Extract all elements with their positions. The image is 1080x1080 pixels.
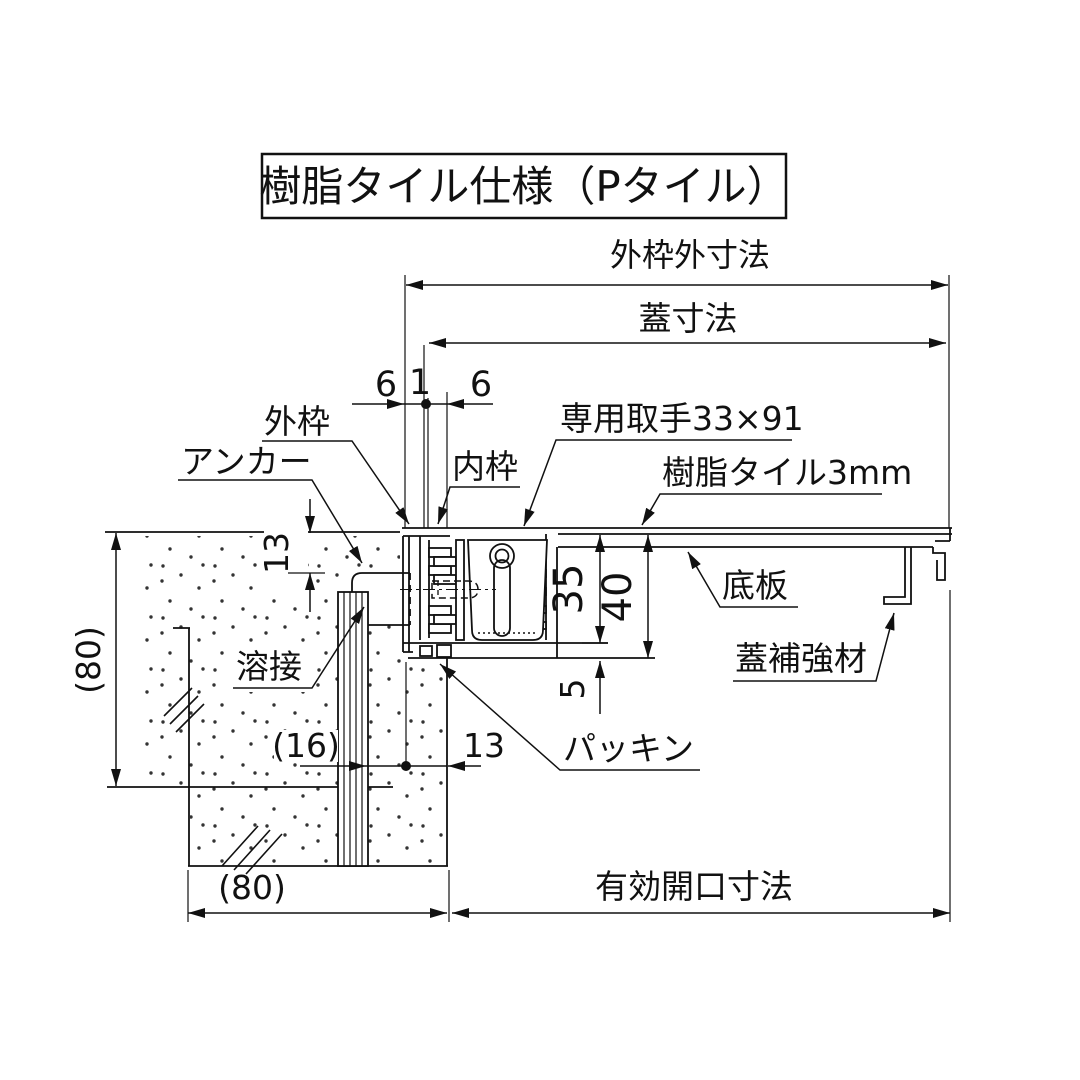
label-bottom-plate: 底板 bbox=[722, 566, 788, 605]
label-anchor: アンカー bbox=[181, 442, 312, 481]
text-labels: 外枠外寸法 蓋寸法 6 1 6 外枠 アンカー 内枠 専用取手33×91 樹脂タ… bbox=[69, 236, 912, 907]
dim-6-right: 6 bbox=[470, 365, 492, 405]
label-outer-frame: 外枠 bbox=[264, 402, 330, 441]
dim-6-left: 6 bbox=[375, 365, 397, 405]
dim-80-bottom: (80) bbox=[218, 868, 286, 907]
label-lid-reinforcement: 蓋補強材 bbox=[735, 639, 867, 678]
packing-blocks bbox=[419, 644, 452, 658]
anchor-bolt-hidden bbox=[400, 580, 496, 599]
dim-80-left: (80) bbox=[69, 626, 108, 694]
anchor-assembly bbox=[337, 572, 411, 867]
dim-13-vertical: 13 bbox=[257, 532, 296, 574]
dim-1: 1 bbox=[409, 363, 431, 403]
lid-right-edge bbox=[932, 528, 951, 581]
dim-effective-opening: 有効開口寸法 bbox=[595, 867, 793, 906]
anchor-bar bbox=[337, 591, 369, 867]
text-clearing bbox=[264, 518, 308, 590]
label-inner-frame: 内枠 bbox=[452, 447, 518, 486]
title-box bbox=[260, 152, 788, 220]
text-clearing bbox=[228, 644, 314, 692]
label-packing: パッキン bbox=[563, 729, 694, 768]
text-clearing bbox=[274, 730, 338, 762]
handle-recess bbox=[467, 539, 548, 641]
title-block: 樹脂タイル仕様（Pタイル） bbox=[259, 152, 789, 220]
lid-reinforcement-angle bbox=[883, 547, 912, 605]
dimension-lines bbox=[111, 275, 951, 922]
dim-40: 40 bbox=[595, 572, 641, 623]
label-resin-tile: 樹脂タイル3mm bbox=[662, 453, 912, 492]
dim-outer-frame-outer-label: 外枠外寸法 bbox=[610, 236, 770, 274]
dim-16: (16) bbox=[272, 726, 340, 765]
dim-lid-label: 蓋寸法 bbox=[639, 299, 738, 338]
dim-5: 5 bbox=[553, 679, 592, 700]
leader-lines bbox=[178, 439, 895, 771]
break-hatch-marks bbox=[163, 687, 283, 875]
frame-section bbox=[400, 527, 952, 659]
label-welding: 溶接 bbox=[236, 647, 302, 686]
label-handle: 専用取手33×91 bbox=[560, 399, 804, 438]
dim-35: 35 bbox=[546, 564, 592, 615]
dim-13-horizontal: 13 bbox=[463, 726, 505, 765]
page-title: 樹脂タイル仕様（Pタイル） bbox=[259, 162, 788, 211]
